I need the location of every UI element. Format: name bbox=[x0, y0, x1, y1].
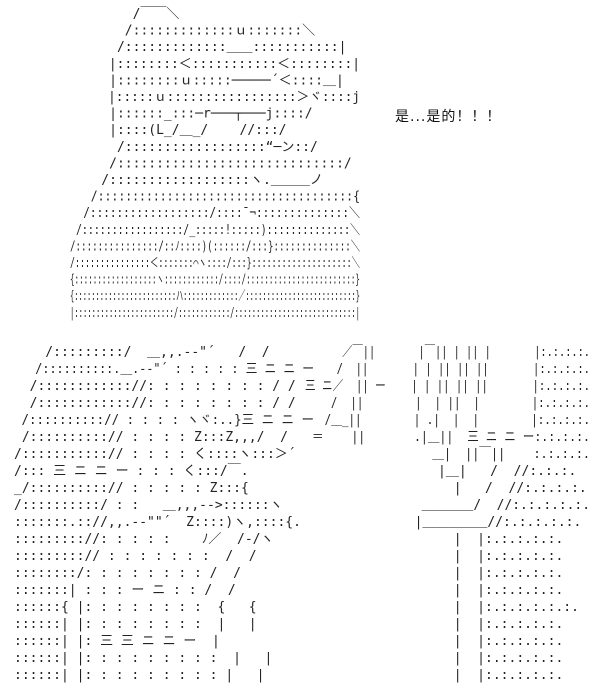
left-art-line: ::::::::://: : : : : ﾉ／ /‐/ヽ bbox=[14, 532, 273, 547]
right-art-line: ＝ || .|＿|| 三 ニ ニ ー:.:.:.:. bbox=[305, 430, 590, 445]
right-art-line: 三 ニ／ || ー | | || || || |:.:.:.:. bbox=[305, 379, 590, 394]
right-art-line: | |:.:.:.:.:. bbox=[305, 532, 563, 547]
left-art-line: ::::::| |: : : : : : : : : | | bbox=[14, 668, 264, 683]
top-art-line: /:::::::::::::ｕ:::::::＼ bbox=[70, 24, 315, 39]
left-art-line: /::::::::::// : : : : Z:::Z,,,/ / bbox=[14, 430, 288, 445]
left-art-line: /::::::::::/ : : ＿,,,-‐>::::::ヽ bbox=[14, 498, 283, 513]
left-art-line: _/::::::::::// : : : : : Z:::{ bbox=[14, 481, 249, 496]
left-art-line: /:::::::::::// : : : : く::::ヽ:::＞´ bbox=[14, 447, 296, 462]
top-art-line: /:::::::::::::::::/_:::::!:::::)::::::::… bbox=[70, 223, 360, 238]
left-art-line: :::::::| : : : ー ニ : : / / bbox=[14, 583, 236, 598]
right-art-line: ＿| ||￣|| :.:.:.:. bbox=[305, 447, 590, 462]
speech-text: 是...是的！！！ bbox=[395, 109, 502, 125]
top-art-line: /:::::::::::::::::::::::::::::::::::::{ bbox=[70, 190, 360, 205]
top-art-line: |::::::::＜:::::::::::＜::::::::| bbox=[70, 57, 360, 72]
right-art-line: | |:.:.:.:.:. bbox=[305, 668, 563, 683]
left-art-line: /:::::::::/ ＿,,.-‐"´ / / bbox=[14, 345, 270, 360]
left-art-line: ::::::| |: : : : : : : : | | bbox=[14, 617, 257, 632]
bottom-right-figure-art: ／￣|| |￣|| | || | |:.:.:.:. / || | | || |… bbox=[305, 345, 590, 683]
right-art-line: | |:.:.:.:.:. bbox=[305, 651, 563, 666]
top-art-line: {::::::::::::::::::ヽ::::::::::::/::::/::… bbox=[70, 273, 360, 288]
right-art-line: |＿＿＿＿＿//:.:.:.:.:. bbox=[305, 515, 581, 530]
right-art-line: ＿＿＿＿/ //:.:.:.:.:. bbox=[305, 498, 590, 513]
right-art-line: / || | | || | |:.:.:.:. bbox=[305, 396, 590, 411]
right-art-line: / || | | || || || |:.:.:.:. bbox=[305, 362, 590, 377]
top-art-line: {::::::::::::::::::::::::ハ:::::::::::::／… bbox=[70, 289, 360, 304]
top-art-line: /::::::::::::::::::/::::¯¬::::::::::::::… bbox=[70, 206, 360, 221]
left-art-line: ::::::| |: : : : : : : : : | | bbox=[14, 651, 272, 666]
left-art-line: /::::::::::// : : : : ヽヾ:..}三 ニ ニ ー bbox=[14, 413, 314, 428]
bottom-left-figure-art: /:::::::::/ ＿,,.-‐"´ / / /::::::::::.＿.-… bbox=[14, 345, 314, 683]
right-art-line: | |:.:.:.:.:. bbox=[305, 583, 563, 598]
left-art-line: /:::::::::::://: : : : : : : : / / bbox=[14, 396, 296, 411]
right-art-line: ／￣|| |￣|| | || | |:.:.:.:. bbox=[305, 345, 590, 360]
top-art-line: |:::::ｕ:::::::::::::::::＞ヾ::::j bbox=[70, 90, 360, 105]
top-art-line: /::::::::::::::::::“─ン::/ bbox=[70, 140, 318, 155]
left-art-line: ::::::| |: 三 三 ニ ニ ー | bbox=[14, 634, 220, 649]
right-art-line: | |:.:.:.:.:.:. bbox=[305, 600, 579, 615]
top-art-line: |:::::::::::::::::::::::/::::::::::::/::… bbox=[70, 306, 360, 321]
left-art-line: :::::::::// : : : : : : : / / bbox=[14, 549, 257, 564]
right-art-line: | |:.:.:.:.:. bbox=[305, 634, 563, 649]
left-art-line: /::: 三 ニ ニ ー : : : く:::/￣. bbox=[14, 464, 249, 479]
top-art-line: /::::::::::::::::::ヽ.＿＿＿ノ bbox=[70, 173, 323, 188]
top-figure-art: /￣￣＼ /:::::::::::::ｕ:::::::＼ /::::::::::… bbox=[70, 7, 360, 321]
right-art-line: /＿_|| | .| | | |:.:.:.:. bbox=[305, 413, 590, 428]
left-art-line: :::::::.:://,,.-‐""´ Z::::)ヽ,::::{. bbox=[14, 515, 301, 530]
left-art-line: ::::::::/: : : : : : : : / / bbox=[14, 566, 241, 581]
right-art-line: | |:.:.:.:.:. bbox=[305, 566, 563, 581]
top-art-line: /:::::::::::::::::::::::::::::/ bbox=[70, 156, 352, 171]
right-art-line: | |:.:.:.:.:. bbox=[305, 617, 563, 632]
left-art-line: /::::::::::.＿.-‐"´ : : : : : 三 ニ ニ ー bbox=[14, 362, 314, 377]
top-art-line: /￣￣＼ bbox=[70, 7, 179, 22]
right-art-line: | / //:.:.:.:. bbox=[305, 481, 587, 496]
top-art-line: |::::::::ｕ:::::─────´＜::::＿| bbox=[70, 73, 344, 88]
left-art-line: /:::::::::::://: : : : : : : : / / bbox=[14, 379, 296, 394]
top-art-line: |::::::_:::─r───┬───j::::/ bbox=[70, 107, 313, 122]
right-art-line: |＿| / //:.:.:. bbox=[305, 464, 576, 479]
top-art-line: /:::::::::::::::/::ﾉ::::)(::::::/:::}:::… bbox=[70, 239, 360, 254]
top-art-line: /:::::::::::::::＜:::::::⌒ヽ::::/:::}:::::… bbox=[70, 256, 360, 271]
top-art-line: /:::::::::::::＿＿:::::::::::| bbox=[70, 40, 346, 55]
top-art-line: |::::(L_/＿_/ //:::/ bbox=[70, 123, 287, 138]
right-art-line: | |:.:.:.:.:. bbox=[305, 549, 563, 564]
left-art-line: ::::::{ |: : : : : : : : { { bbox=[14, 600, 257, 615]
